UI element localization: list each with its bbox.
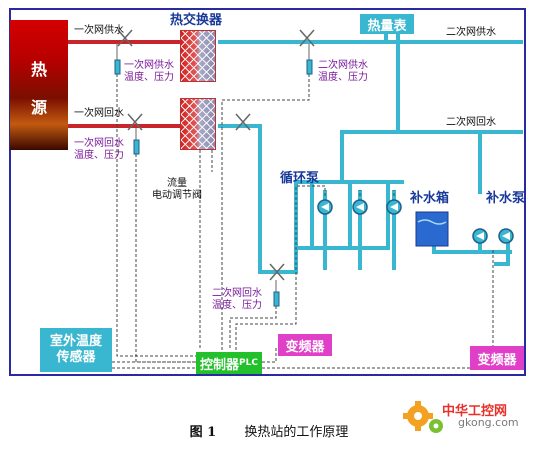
outdoor-sensor-line1: 室外温度	[49, 334, 102, 350]
primary-return-pipe	[68, 124, 180, 128]
secondary-return-sensor-line2: 温度、压力	[212, 299, 262, 311]
primary-return-sensor-line2: 温度、压力	[74, 149, 124, 161]
heat-source-char1: 热	[30, 60, 47, 79]
makeup-pump-label: 补水泵	[486, 191, 526, 206]
primary-supply-sensor-line2: 温度、压力	[124, 71, 174, 83]
primary-supply-sensor-line1: 一次网供水	[124, 60, 174, 71]
secondary-supply-label: 二次网供水	[446, 27, 496, 38]
secondary-supply-pipe	[218, 40, 523, 44]
outdoor-temp-sensor: 室外温度 传感器	[40, 328, 112, 372]
heat-source-char2: 源	[30, 98, 47, 117]
secondary-return-label: 二次网回水	[446, 117, 496, 128]
circulation-pump-label: 循环泵	[280, 171, 320, 186]
flow-valve-label: 流量 电动调节阀	[152, 178, 202, 201]
secondary-return-pipe	[218, 124, 258, 128]
figure-title: 换热站的工作原理	[244, 425, 349, 440]
watermark-brand: 中华工控网	[442, 404, 508, 419]
heat-meter: 热量表	[360, 14, 414, 34]
makeup-tank-graphic	[415, 211, 449, 247]
outdoor-sensor-line2: 传感器	[56, 350, 96, 365]
flow-valve-line2: 电动调节阀	[152, 189, 202, 201]
primary-return-sensor-label: 一次网回水 温度、压力	[74, 138, 124, 161]
flow-valve-line1: 流量	[167, 178, 187, 189]
plc-suffix: PLC	[239, 358, 258, 368]
figure-number: 图 1	[189, 425, 217, 440]
figure-caption: 图 1 换热站的工作原理	[0, 421, 538, 440]
vfd-2: 变频器	[470, 346, 524, 370]
gear-logo-icon	[403, 401, 443, 433]
primary-supply-pipe	[68, 40, 180, 44]
vfd-1: 变频器	[278, 334, 332, 356]
secondary-supply-sensor-line2: 温度、压力	[318, 71, 368, 83]
secondary-supply-sensor-label: 二次网供水 温度、压力	[318, 60, 368, 83]
secondary-return-riser	[258, 124, 262, 274]
heat-exchanger-1	[180, 30, 216, 82]
secondary-supply-sensor-line1: 二次网供水	[318, 60, 368, 71]
diagram-frame	[9, 8, 526, 376]
plc-controller-label: 控制器	[200, 357, 240, 373]
heat-exchanger-label: 热交换器	[170, 13, 223, 28]
secondary-return-sensor-line1: 二次网回水	[212, 288, 262, 299]
primary-supply-label: 一次网供水	[74, 25, 124, 36]
secondary-return-sensor-label: 二次网回水 温度、压力	[212, 288, 262, 311]
watermark-url: gkong.com	[458, 416, 519, 429]
makeup-tank-label: 补水箱	[410, 191, 450, 206]
heat-source: 热 源	[10, 20, 68, 150]
primary-return-label: 一次网回水	[74, 108, 124, 119]
primary-return-sensor-line1: 一次网回水	[74, 138, 124, 149]
heat-exchanger-2	[180, 98, 216, 150]
primary-supply-sensor-label: 一次网供水 温度、压力	[124, 60, 174, 83]
